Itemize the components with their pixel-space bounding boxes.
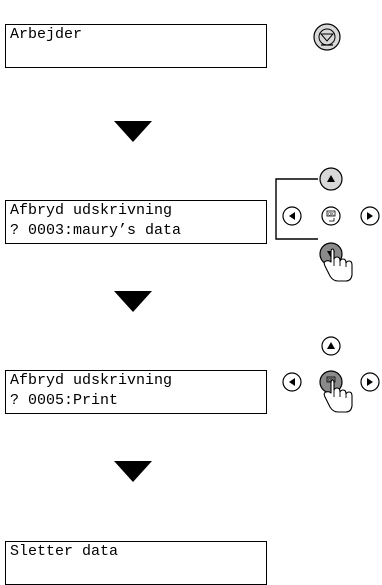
lcd-line-1: Afbryd udskrivning [10, 372, 173, 389]
ok-label: OK [328, 211, 334, 216]
left-arrow-button[interactable] [282, 206, 302, 226]
ok-label: OK [328, 377, 334, 382]
lcd-display-4: Sletter data [5, 541, 267, 585]
flow-arrow-down [114, 121, 152, 142]
lcd-display-1: Arbejder [5, 24, 267, 68]
lcd-line-1: Arbejder [10, 26, 83, 43]
lcd-line-1: Sletter data [10, 543, 119, 560]
flow-arrow-down [114, 461, 152, 482]
arrow-keypad-1: OK [275, 167, 380, 282]
ok-button[interactable]: OK [321, 206, 341, 226]
arrow-keypad-2: OK [282, 336, 380, 413]
lcd-line-1: Afbryd udskrivning [10, 202, 173, 219]
flow-arrow-down [114, 291, 152, 312]
up-arrow-button[interactable] [321, 336, 341, 356]
lcd-display-3: Afbryd udskrivning ? 0005:Print [5, 370, 267, 414]
lcd-line-2: ? 0003:maury’s data [10, 222, 182, 239]
left-arrow-button[interactable] [282, 372, 302, 392]
lcd-display-2: Afbryd udskrivning ? 0003:maury’s data [5, 200, 267, 244]
right-arrow-button[interactable] [360, 206, 380, 226]
up-arrow-button[interactable] [319, 167, 343, 191]
lcd-line-2: ? 0005:Print [10, 392, 119, 409]
right-arrow-button[interactable] [360, 372, 380, 392]
stop-button[interactable] [313, 23, 341, 51]
